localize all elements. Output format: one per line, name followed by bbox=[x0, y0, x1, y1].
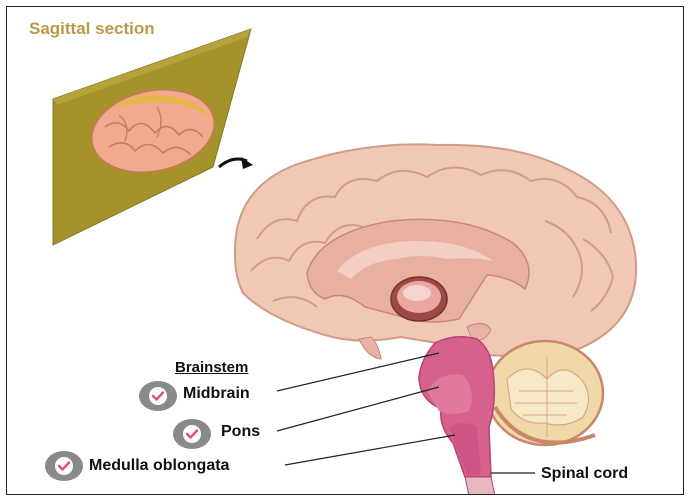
pons-check-icon bbox=[173, 419, 211, 449]
medulla-pointer bbox=[285, 435, 455, 465]
brainstem-heading: Brainstem bbox=[175, 359, 248, 376]
midbrain-pointer bbox=[277, 353, 439, 391]
curved-arrow-icon bbox=[219, 157, 253, 169]
spinal-cord-label: Spinal cord bbox=[541, 465, 628, 483]
pons-pointer bbox=[277, 387, 439, 431]
cerebrum bbox=[235, 144, 636, 359]
medulla-check-icon bbox=[45, 451, 83, 481]
cerebellum bbox=[487, 341, 603, 445]
midbrain-label: Midbrain bbox=[183, 385, 250, 403]
brain-illustration bbox=[7, 7, 684, 495]
pons-label: Pons bbox=[221, 423, 260, 441]
brainstem bbox=[419, 337, 495, 495]
medulla-label: Medulla oblongata bbox=[89, 457, 229, 475]
midbrain-check-icon bbox=[139, 381, 177, 411]
diagram-frame: Sagittal section bbox=[6, 6, 684, 495]
